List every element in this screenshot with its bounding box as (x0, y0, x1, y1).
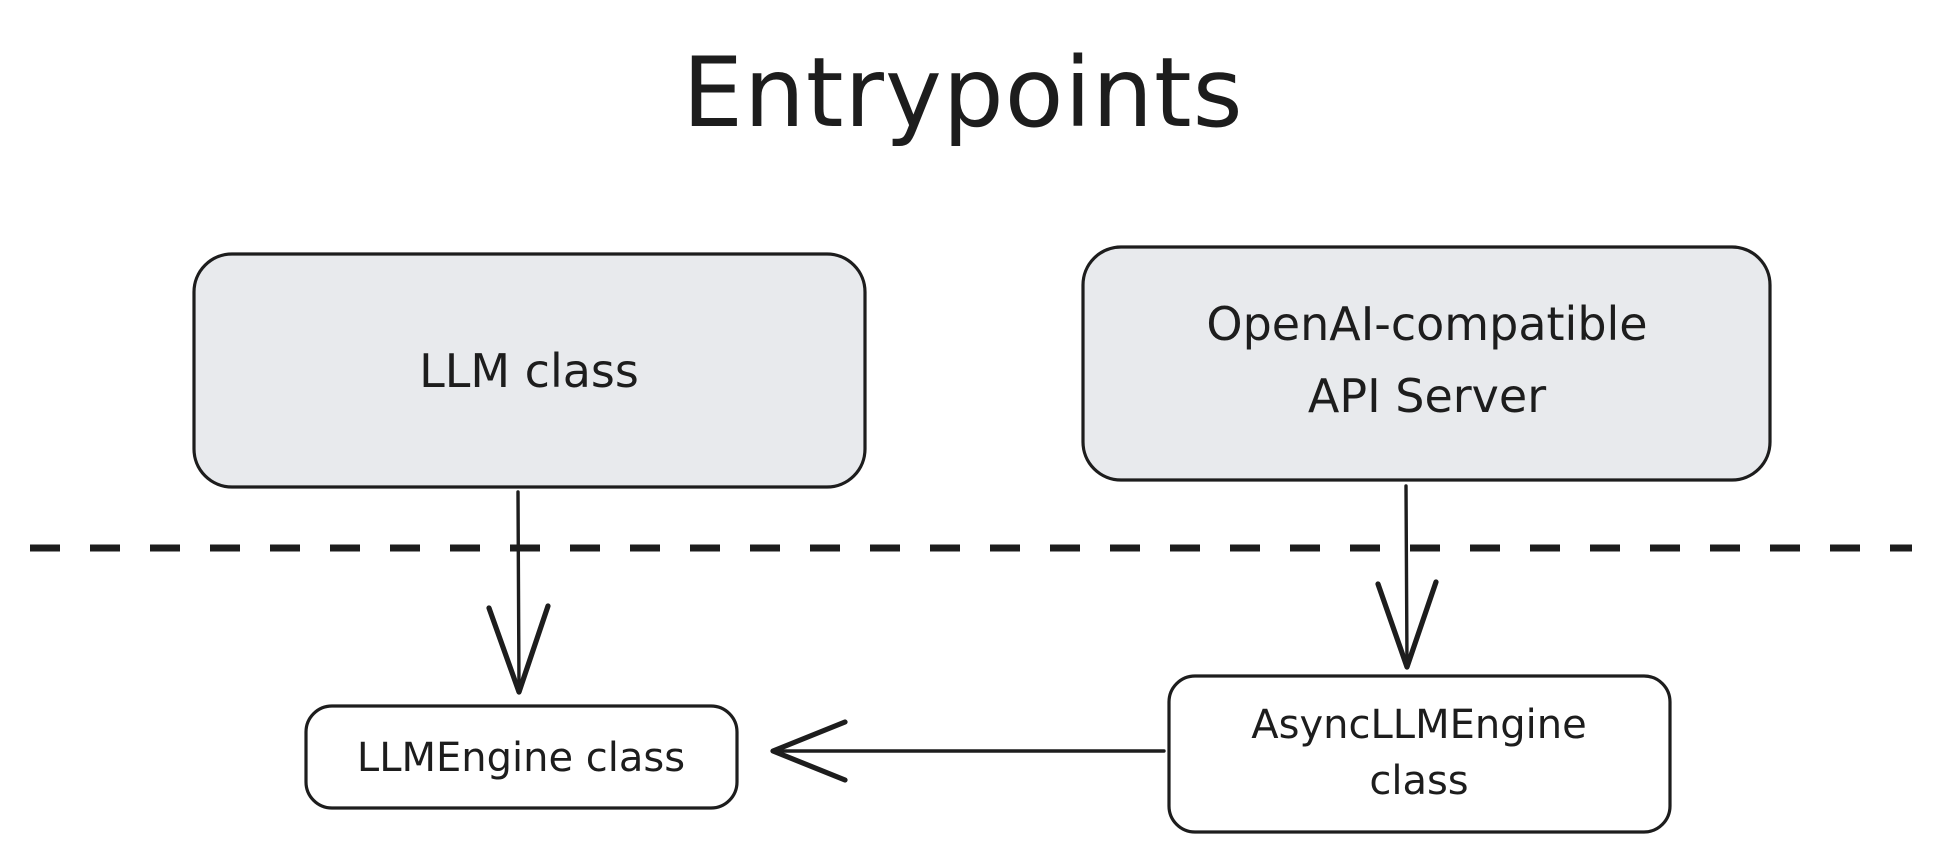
edge-llm-class-to-llm-engine (486, 490, 551, 695)
node-api-server-label-line1: OpenAI-compatible (1206, 297, 1647, 351)
edge-llm-class-to-llm-engine-arrowhead-icon (486, 603, 551, 695)
edge-api-server-to-async-engine-arrowhead-icon (1375, 579, 1439, 670)
node-async-llm-engine[interactable]: AsyncLLMEngine class (1167, 674, 1672, 834)
node-llm-engine-label: LLMEngine class (357, 735, 685, 781)
node-api-server-label-line2: API Server (1308, 369, 1546, 423)
node-async-llm-engine-label-line1: AsyncLLMEngine (1251, 702, 1586, 748)
page-title: Entrypoints (682, 37, 1243, 149)
node-llm-class[interactable]: LLM class (192, 252, 867, 489)
node-api-server[interactable]: OpenAI-compatible API Server (1081, 245, 1772, 482)
node-async-llm-engine-shape (1167, 674, 1672, 834)
node-api-server-shape (1081, 245, 1772, 482)
node-llm-engine[interactable]: LLMEngine class (304, 704, 739, 810)
node-async-llm-engine-label-line2: class (1369, 758, 1468, 804)
edge-async-engine-to-llm-engine (770, 719, 1166, 783)
node-llm-class-shape (192, 252, 867, 489)
node-llm-class-label: LLM class (419, 344, 639, 398)
edge-api-server-to-async-engine (1375, 484, 1439, 670)
edge-async-engine-to-llm-engine-arrowhead-icon (770, 719, 848, 783)
edge-api-server-to-async-engine-line (1404, 484, 1409, 667)
edge-llm-class-to-llm-engine-line (516, 490, 521, 692)
node-llm-engine-shape (304, 704, 739, 810)
